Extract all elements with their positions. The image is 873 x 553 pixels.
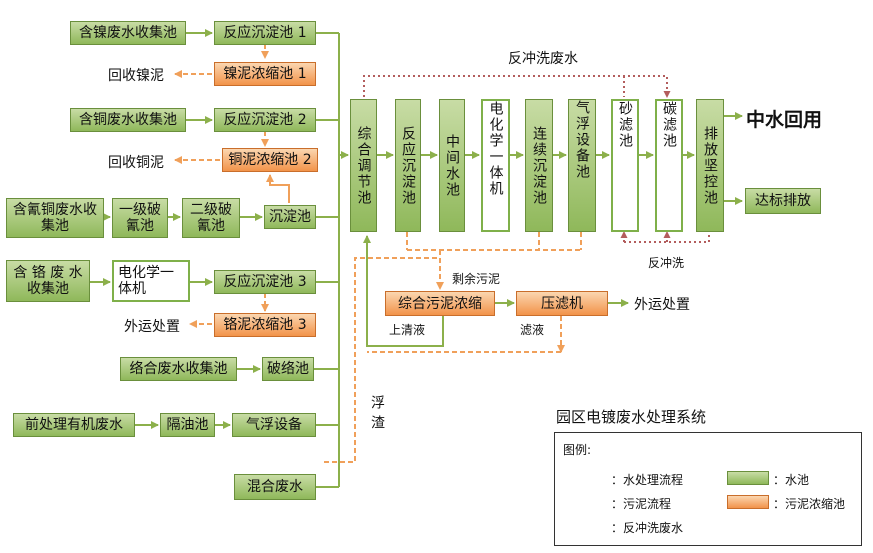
backwash-label: 反冲洗	[648, 256, 685, 270]
legend-thickener-swatch	[727, 495, 769, 509]
sedimentation-tank: 沉淀池	[264, 205, 316, 229]
continuous-sedimentation-tank: 连续沉淀池	[525, 99, 553, 232]
electrochemical-unit-1: 电化学一体机	[112, 260, 190, 302]
legend-water-flow-label: ：水处理流程	[611, 473, 684, 487]
sludge-link	[324, 257, 440, 463]
legend-pool-swatch	[727, 471, 769, 485]
reaction-sedimentation-tank-1: 反应沉淀池 1	[214, 21, 316, 45]
filter-press: 压滤机	[516, 291, 608, 316]
sand-filter-tank: 砂滤池	[611, 99, 639, 232]
backwash-water-label: 反冲洗废水	[508, 51, 578, 67]
compliant-discharge: 达标排放	[745, 188, 821, 214]
carbon-filter-tank: 碳滤池	[655, 99, 683, 232]
discharge-monitoring-tank: 排放坚控池	[696, 99, 724, 232]
residual-sludge-label: 剩余污泥	[452, 272, 501, 286]
combined-sludge-thickener: 综合污泥浓缩	[385, 291, 495, 316]
organic-pretreatment-wastewater: 前处理有机废水	[13, 413, 135, 437]
chromium-sludge-offsite-label: 外运处置	[124, 319, 180, 335]
legend-sludge-flow-label: ：污泥流程	[611, 497, 672, 511]
secondary-cyanide-breaking-tank: 二级破氰池	[182, 198, 240, 238]
flotation-unit-1: 气浮设备	[232, 413, 316, 437]
legend: 图例: ：水处理流程 ：污泥流程 ：反冲洗废水 ：水池 ：污泥浓缩池	[554, 432, 862, 546]
reaction-sedimentation-tank-3: 反应沉淀池 3	[214, 270, 316, 294]
intermediate-water-tank: 中间水池	[439, 99, 465, 232]
complex-wastewater-collection-tank: 络合废水收集池	[120, 357, 237, 381]
scum-label: 浮渣	[369, 395, 385, 435]
copper-wastewater-collection-tank: 含铜废水收集池	[70, 108, 186, 132]
backwash-link	[363, 75, 671, 98]
primary-cyanide-breaking-tank: 一级破氰池	[112, 198, 168, 238]
sludge-link	[266, 174, 290, 203]
nickel-sludge-thickener: 镍泥浓缩池 1	[214, 62, 316, 86]
flotation-unit-tank: 气浮设备池	[568, 99, 596, 232]
chromium-wastewater-collection-tank: 含 铬 废 水收集池	[6, 260, 90, 302]
reclaimed-water-reuse-label: 中水回用	[746, 109, 823, 131]
complex-breaking-tank: 破络池	[262, 357, 314, 381]
backwash-link	[624, 232, 710, 243]
system-title: 园区电镀废水处理系统	[556, 408, 707, 426]
recover-nickel-sludge-label: 回收镍泥	[108, 68, 164, 84]
filtrate-label: 滤液	[520, 323, 545, 337]
copper-sludge-thickener: 铜泥浓缩池 2	[222, 148, 318, 172]
supernatant-label: 上清液	[389, 323, 426, 337]
legend-title: 图例:	[563, 443, 592, 457]
sludge-offsite-label: 外运处置	[634, 297, 690, 313]
oil-separator-tank: 隔油池	[160, 413, 215, 437]
water-link	[363, 235, 444, 347]
recover-copper-sludge-label: 回收铜泥	[108, 155, 164, 171]
reaction-sedimentation-tank-2: 反应沉淀池 2	[214, 108, 316, 132]
equalization-tank: 综合调节池	[350, 99, 377, 232]
electrochemical-unit-2: 电化学一体机	[481, 99, 510, 232]
mixed-wastewater: 混合废水	[234, 474, 316, 500]
reaction-sedimentation-tank: 反应沉淀池	[395, 99, 421, 232]
chromium-sludge-thickener: 铬泥浓缩池 3	[214, 313, 316, 337]
legend-thickener-label: ：污泥浓缩池	[773, 497, 846, 511]
nickel-wastewater-collection-tank: 含镍废水收集池	[70, 21, 186, 45]
legend-backwash-label: ：反冲洗废水	[611, 521, 684, 535]
cyanide-copper-collection-tank: 含氰铜废水收集池	[6, 198, 104, 238]
legend-pool-label: ：水池	[773, 473, 810, 487]
